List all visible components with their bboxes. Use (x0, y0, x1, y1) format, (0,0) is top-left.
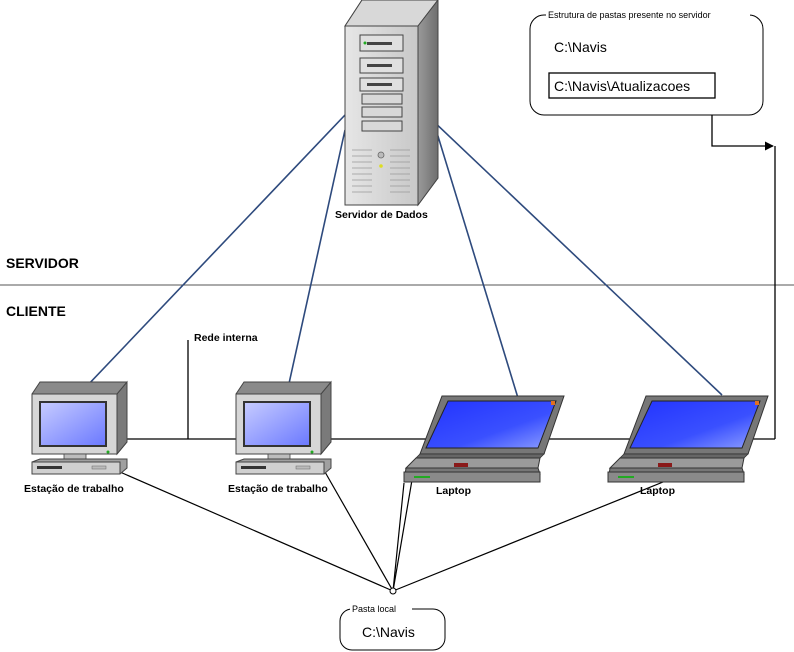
client-label-4: Laptop (640, 485, 675, 497)
server-folder-root: C:\Navis (554, 39, 607, 55)
local-folder-box: Pasta local C:\Navis (339, 603, 446, 651)
server-folder-box: Estrutura de pastas presente no servidor… (529, 9, 764, 116)
laptop-icon (607, 395, 769, 483)
laptop-icon (403, 395, 565, 483)
server-links (84, 109, 723, 399)
server-link-1 (84, 114, 346, 389)
server-label: Servidor de Dados (335, 209, 428, 221)
server-link-2 (287, 129, 346, 389)
local-folder-title: Pasta local (352, 604, 396, 614)
network-label: Rede interna (194, 332, 258, 344)
server-link-3 (429, 109, 519, 399)
network-bus (110, 146, 776, 440)
zone-label-servidor: SERVIDOR (6, 255, 79, 271)
client-label-3: Laptop (436, 485, 471, 497)
server-tower-icon (344, 0, 439, 207)
server-folder-updates: C:\Navis\Atualizacoes (554, 78, 690, 94)
local-folder-links (119, 471, 669, 592)
client-label-2: Estação de trabalho (228, 483, 328, 495)
local-folder-path: C:\Navis (362, 624, 415, 640)
desktop-computer-icon (235, 380, 332, 475)
server-link-4 (429, 117, 723, 396)
desktop-computer-icon (31, 380, 128, 475)
zone-label-cliente: CLIENTE (6, 303, 66, 319)
local-folder-junction (389, 587, 397, 595)
client-label-1: Estação de trabalho (24, 483, 124, 495)
server-folder-title: Estrutura de pastas presente no servidor (548, 10, 711, 20)
server-folder-updates-frame (548, 72, 716, 99)
